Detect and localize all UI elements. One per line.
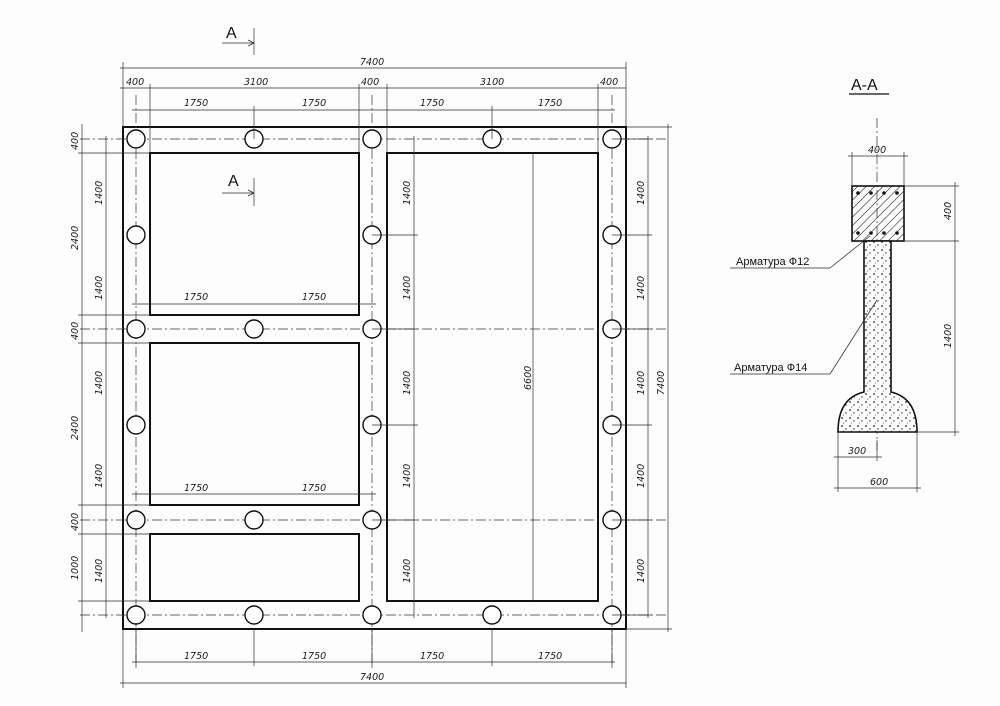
dim-top-seg: 3100: [244, 77, 268, 88]
section-title: A-A: [851, 77, 878, 94]
dim-pile-vspacing: 1400: [636, 181, 647, 205]
dim-section-top-width: 400: [868, 145, 886, 156]
pile: [126, 605, 146, 625]
section-a-a: A-A 400 400 1400 300 600: [730, 77, 959, 492]
dim-left-seg: 2400: [70, 416, 81, 440]
pile: [126, 129, 146, 149]
pile: [244, 510, 264, 530]
dim-left-seg: 400: [70, 513, 81, 531]
foundation-plan: A A 7400 400 3100 400 310: [70, 25, 672, 688]
dim-section-stem-height: 1400: [943, 324, 954, 348]
label-rebar-top: Арматура Ф12: [736, 256, 809, 268]
dim-pile-vspacing: 1400: [402, 276, 413, 300]
opening-right: [386, 152, 599, 602]
section-cut-inner: A: [222, 173, 255, 206]
dim-pile-vspacing: 1400: [402, 181, 413, 205]
pile: [362, 129, 382, 149]
dim-right-bay-inner: 6600: [523, 366, 534, 390]
label-rebar-stem: Арматура Ф14: [734, 362, 807, 374]
section-mark-label: A: [226, 25, 237, 42]
plan-outline: [122, 126, 627, 630]
dim-pile-spacing: 1750: [420, 651, 444, 662]
dim-pile-spacing: 1750: [302, 483, 326, 494]
dim-total-width: 7400: [360, 57, 384, 68]
dim-section-top-height: 400: [943, 202, 954, 220]
pile: [126, 510, 146, 530]
dim-pile-vspacing: 1400: [402, 371, 413, 395]
top-dimensions: 7400 400 3100 400 3100 400 1750 1750 175…: [120, 57, 627, 153]
dim-pile-spacing: 1750: [184, 651, 208, 662]
dim-section-foot-width: 600: [870, 477, 888, 488]
dim-pile-vspacing: 1400: [402, 464, 413, 488]
pile: [482, 605, 502, 625]
pile: [362, 605, 382, 625]
dim-pile-spacing: 1750: [302, 292, 326, 303]
pile: [244, 605, 264, 625]
dim-pile-spacing: 1750: [538, 651, 562, 662]
left-dimensions: 400 2400 400 2400 400 1000 1400 1400 140…: [70, 124, 150, 632]
pile: [126, 225, 146, 245]
dim-pile-vspacing: 1400: [94, 181, 105, 205]
right-dimensions: 1400 1400 1400 1400 1400 7400: [612, 124, 672, 632]
dim-left-seg: 400: [70, 322, 81, 340]
opening-top-left: [149, 152, 360, 316]
dim-pile-vspacing: 1400: [402, 559, 413, 583]
dim-pile-vspacing: 1400: [94, 276, 105, 300]
dim-pile-spacing: 1750: [302, 651, 326, 662]
dim-left-seg: 400: [70, 132, 81, 150]
dim-total-height: 7400: [656, 371, 667, 395]
dim-pile-spacing: 1750: [184, 483, 208, 494]
dim-pile-vspacing: 1400: [94, 464, 105, 488]
axis-lines: [80, 95, 668, 668]
dim-pile-vspacing: 1400: [636, 464, 647, 488]
opening-bottom-left: [149, 533, 360, 602]
dim-pile-spacing: 1750: [184, 98, 208, 109]
dim-pile-spacing: 1750: [184, 292, 208, 303]
middle-vertical-dimensions: 1400 1400 1400 1400 1400 6600: [372, 136, 534, 618]
dim-pile-vspacing: 1400: [94, 371, 105, 395]
section-mark-label: A: [228, 173, 239, 190]
pile: [126, 319, 146, 339]
dim-pile-vspacing: 1400: [636, 559, 647, 583]
bottom-dimensions: 1750 1750 1750 1750 7400: [120, 629, 627, 688]
section-cut-top: A: [222, 25, 255, 55]
dim-pile-vspacing: 1400: [94, 559, 105, 583]
piles: [126, 129, 622, 625]
dim-pile-spacing: 1750: [420, 98, 444, 109]
dim-top-seg: 3100: [480, 77, 504, 88]
dim-pile-vspacing: 1400: [636, 276, 647, 300]
dim-pile-vspacing: 1400: [636, 371, 647, 395]
dim-top-seg: 400: [361, 77, 379, 88]
dim-total-width: 7400: [360, 672, 384, 683]
dim-section-foot-half: 300: [848, 446, 866, 457]
dim-pile-spacing: 1750: [538, 98, 562, 109]
pile: [244, 319, 264, 339]
section-pile: [837, 240, 918, 433]
dim-left-seg: 1000: [70, 556, 81, 580]
dim-pile-spacing: 1750: [302, 98, 326, 109]
opening-middle-left: [149, 342, 360, 506]
dim-left-seg: 2400: [70, 226, 81, 250]
dim-top-seg: 400: [126, 77, 144, 88]
pile: [126, 415, 146, 435]
inner-horizontal-dimensions: 1750 1750 1750 1750: [132, 292, 376, 495]
dim-top-seg: 400: [600, 77, 618, 88]
